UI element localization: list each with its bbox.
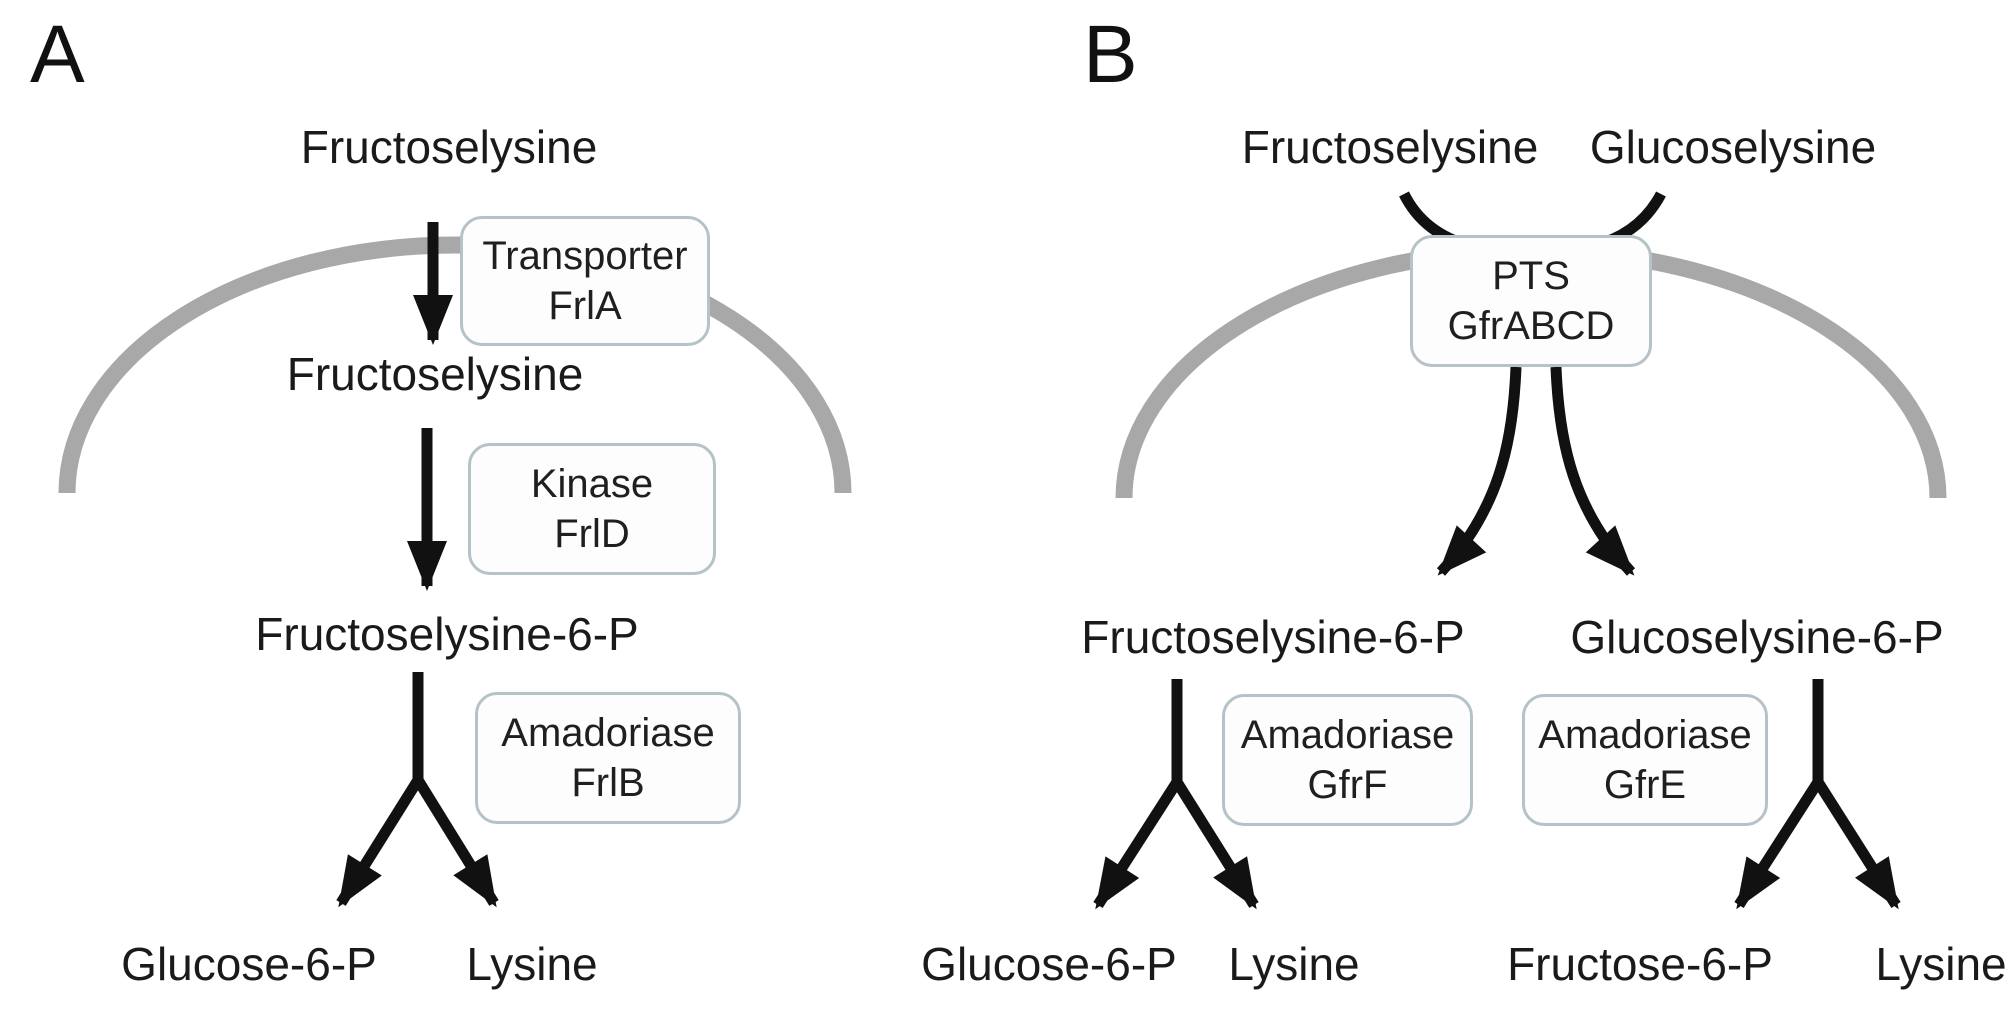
label-glucoselysine-6p-b: Glucoselysine-6-P: [1570, 611, 1944, 663]
label-glucoselysine-b: Glucoselysine: [1589, 121, 1877, 173]
label-fructoselysine-outside: Fructoselysine: [300, 121, 598, 173]
membrane-arc-panel-a: [58, 236, 852, 494]
transporter-frla-line1: Transporter: [482, 234, 688, 278]
fork-right-arrow-gfrf: [1172, 779, 1259, 910]
label-fructose-6p-b: Fructose-6-P: [1507, 938, 1773, 990]
amadoriase-frlb-line1: Amadoriase: [501, 711, 715, 755]
label-glucose-6p-a: Glucose-6-P: [121, 938, 377, 990]
panel-b-label: B: [1083, 9, 1138, 100]
pts-gfrabcd-line1: PTS: [1492, 254, 1570, 298]
fork-left-arrow-a: [336, 777, 423, 908]
kinase-frld-line2: FrlD: [554, 512, 630, 556]
amadoriase-gfrf-line1: Amadoriase: [1240, 713, 1455, 757]
amadoriase-frlb-line2: FrlB: [571, 761, 645, 805]
amadoriase-gfre-box: Amadoriase GfrE: [1522, 694, 1768, 826]
label-fructoselysine-6p-a: Fructoselysine-6-P: [255, 608, 639, 660]
pts-gfrabcd-box: PTS GfrABCD: [1410, 235, 1652, 367]
label-lysine-a: Lysine: [466, 938, 598, 990]
panel-a-label: A: [30, 9, 85, 100]
fork-left-arrow-gfre: [1734, 779, 1823, 910]
label-fructoselysine-inside: Fructoselysine: [286, 348, 584, 400]
label-glucose-6p-b: Glucose-6-P: [921, 938, 1177, 990]
amadoriase-gfre-line2: GfrE: [1603, 763, 1687, 807]
fork-right-arrow-a: [413, 777, 499, 908]
label-fructoselysine-b: Fructoselysine: [1241, 121, 1539, 173]
transporter-frla-line2: FrlA: [548, 284, 622, 328]
pts-gfrabcd-line2: GfrABCD: [1447, 304, 1615, 348]
amadoriase-frlb-box: Amadoriase FrlB: [475, 692, 741, 824]
fork-right-arrow-gfre: [1813, 779, 1901, 910]
amadoriase-gfrf-line2: GfrF: [1307, 763, 1388, 807]
fork-left-arrow-gfrf: [1093, 779, 1182, 910]
kinase-frld-box: Kinase FrlD: [468, 443, 716, 575]
pts-exit-arrow-left: [1436, 366, 1522, 576]
amadoriase-gfrf-box: Amadoriase GfrF: [1222, 694, 1473, 826]
label-lysine-b2: Lysine: [1875, 938, 2007, 990]
amadoriase-gfre-line1: Amadoriase: [1538, 713, 1752, 757]
label-fructoselysine-6p-b: Fructoselysine-6-P: [1081, 611, 1465, 663]
pts-exit-arrow-right: [1550, 366, 1636, 576]
transporter-frla-box: Transporter FrlA: [460, 216, 710, 346]
label-lysine-b1: Lysine: [1228, 938, 1360, 990]
kinase-frld-line1: Kinase: [530, 462, 654, 506]
